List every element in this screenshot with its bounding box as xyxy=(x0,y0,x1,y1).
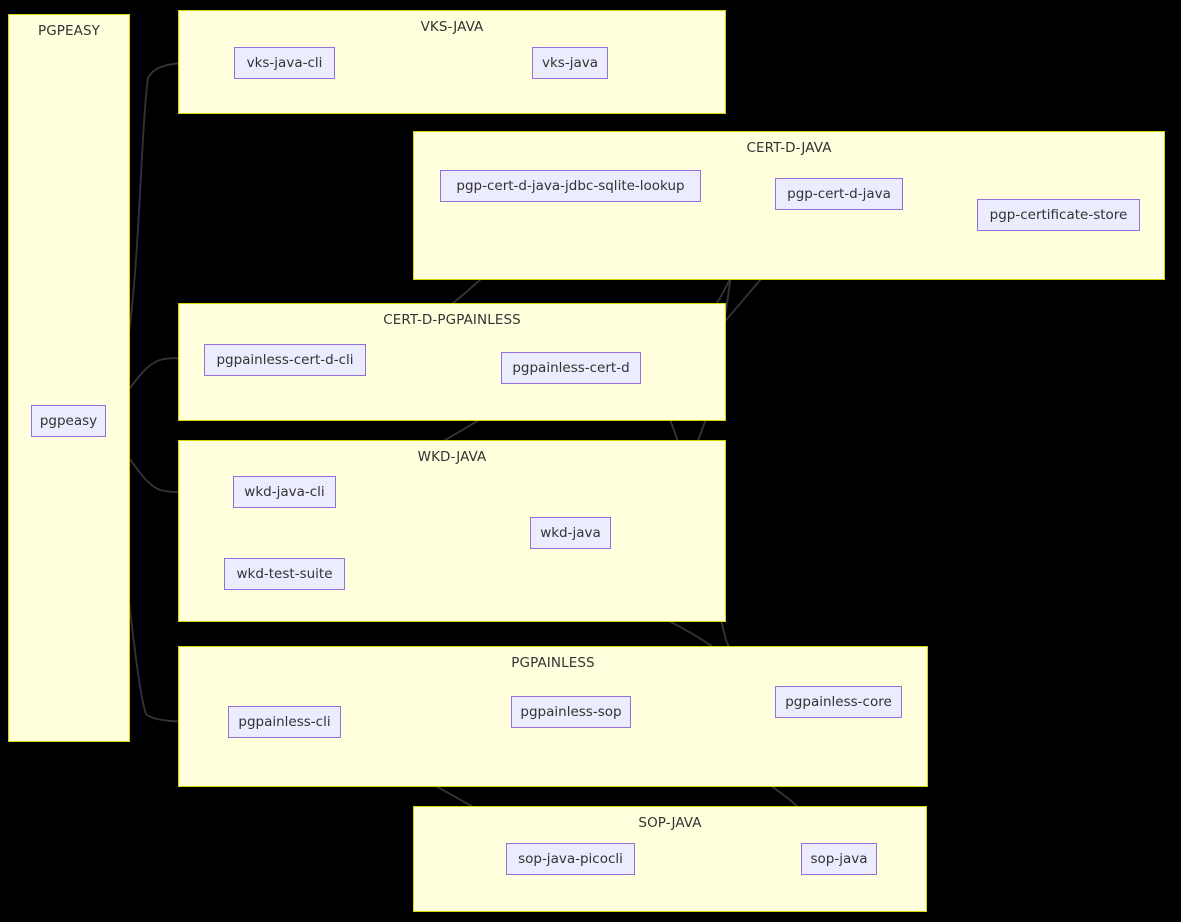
node-sop-java[interactable]: sop-java xyxy=(801,843,877,875)
node-pgpainless-cert-d[interactable]: pgpainless-cert-d xyxy=(501,352,641,384)
node-label-pgpainless-cli: pgpainless-cli xyxy=(238,714,331,730)
node-label-pgp-certificate-store: pgp-certificate-store xyxy=(989,207,1128,223)
node-label-wkd-java-cli: wkd-java-cli xyxy=(244,484,325,500)
node-label-pgp-cert-d-java-jdbc-sqlite-lookup: pgp-cert-d-java-jdbc-sqlite-lookup xyxy=(456,178,685,194)
node-wkd-java-cli[interactable]: wkd-java-cli xyxy=(233,476,336,508)
cluster-label-pgpainless: PGPAINLESS xyxy=(511,655,595,671)
node-label-vks-java: vks-java xyxy=(542,55,598,71)
node-label-pgpainless-core: pgpainless-core xyxy=(785,694,892,710)
node-sop-java-picocli[interactable]: sop-java-picocli xyxy=(506,843,635,875)
node-wkd-java[interactable]: wkd-java xyxy=(530,517,611,549)
node-label-wkd-java: wkd-java xyxy=(540,525,601,541)
node-pgpainless-sop[interactable]: pgpainless-sop xyxy=(511,696,631,728)
node-label-pgpainless-cert-d-cli: pgpainless-cert-d-cli xyxy=(216,352,354,368)
node-pgpainless-cert-d-cli[interactable]: pgpainless-cert-d-cli xyxy=(204,344,366,376)
node-label-vks-java-cli: vks-java-cli xyxy=(246,55,323,71)
node-label-pgp-cert-d-java: pgp-cert-d-java xyxy=(787,186,891,202)
node-pgpainless-core[interactable]: pgpainless-core xyxy=(775,686,902,718)
cluster-label-cert_d_java: CERT-D-JAVA xyxy=(746,140,832,156)
cluster-label-sop_java: SOP-JAVA xyxy=(638,815,702,831)
node-label-sop-java-picocli: sop-java-picocli xyxy=(518,851,623,867)
node-label-pgpainless-cert-d: pgpainless-cert-d xyxy=(512,360,630,376)
node-vks-java-cli[interactable]: vks-java-cli xyxy=(234,47,335,79)
node-label-sop-java: sop-java xyxy=(810,851,868,867)
cluster-wkd_java: WKD-JAVA xyxy=(178,440,726,622)
cluster-label-cert_d_pgpainless: CERT-D-PGPAINLESS xyxy=(383,312,521,328)
node-label-pgpainless-sop: pgpainless-sop xyxy=(520,704,622,720)
node-label-wkd-test-suite: wkd-test-suite xyxy=(236,566,333,582)
node-vks-java[interactable]: vks-java xyxy=(532,47,608,79)
cluster-label-wkd_java: WKD-JAVA xyxy=(417,449,487,465)
node-wkd-test-suite[interactable]: wkd-test-suite xyxy=(224,558,345,590)
node-label-pgpeasy: pgpeasy xyxy=(39,413,98,429)
cluster-label-vks_java: VKS-JAVA xyxy=(420,19,484,35)
node-pgp-certificate-store[interactable]: pgp-certificate-store xyxy=(977,199,1140,231)
node-pgp-cert-d-java[interactable]: pgp-cert-d-java xyxy=(775,178,903,210)
node-pgp-cert-d-java-jdbc-sqlite-lookup[interactable]: pgp-cert-d-java-jdbc-sqlite-lookup xyxy=(440,170,701,202)
node-pgpainless-cli[interactable]: pgpainless-cli xyxy=(228,706,341,738)
node-pgpeasy[interactable]: pgpeasy xyxy=(31,405,106,437)
cluster-label-pgpeasy: PGPEASY xyxy=(37,23,101,39)
cluster-pgpeasy: PGPEASY xyxy=(8,14,130,742)
